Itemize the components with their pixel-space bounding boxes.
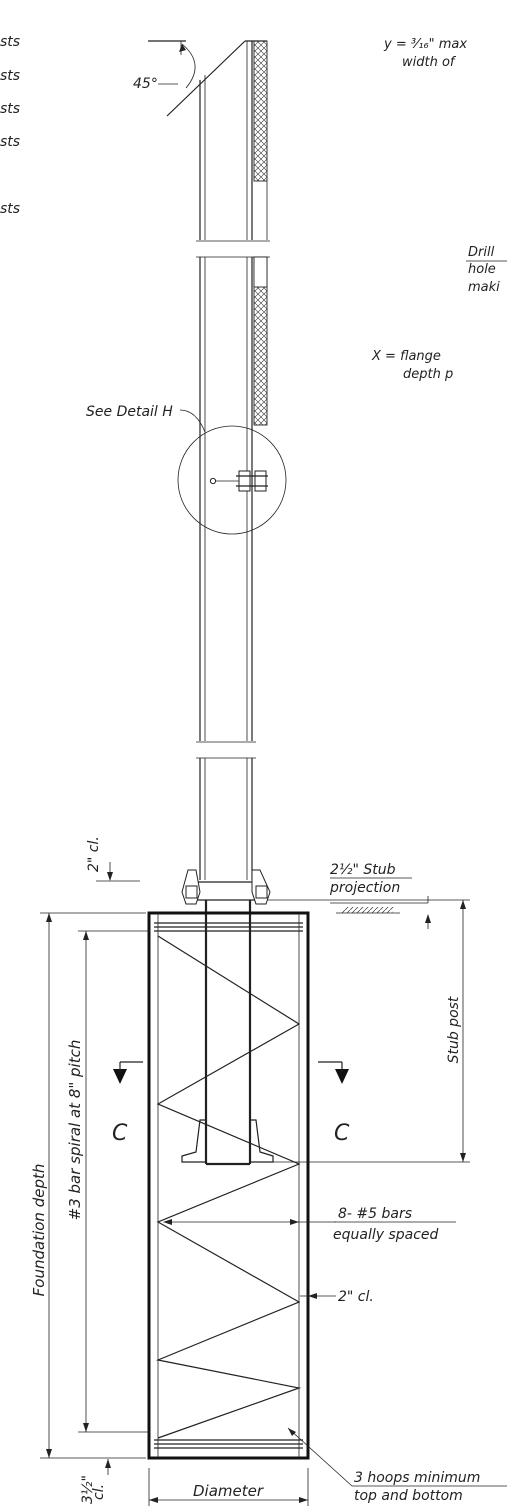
spiral-reinforcement [155,935,302,1439]
x-note-line2: depth p [403,367,453,382]
hoops-line2: top and bottom [354,1488,463,1504]
angle-arc [181,43,196,89]
bars-line1: 8- #5 bars [338,1206,412,1222]
stub-post [181,900,274,1166]
stub-dimensions: 2½" Stub projection Stub post [256,862,470,1163]
left-text-fragments: sts sts sts sts sts [0,34,20,217]
x-note-line1: X = flange [371,349,441,364]
y-note-line2: width of [402,55,457,70]
bottom-clear-unit: cl. [91,1484,107,1500]
stub-projection-line1: 2½" Stub [330,862,396,878]
drill-note-line1: Drill [468,245,495,260]
top-clear-label: 2" cl. [86,836,102,872]
bottom-clear-dimension: 3½" cl. [80,1459,111,1504]
foundation-depth-label: Foundation depth [30,1164,48,1297]
stub-projection-line2: projection [329,880,400,896]
left-fragment: sts [0,134,20,150]
detail-h: See Detail H [86,404,287,535]
diameter-label: Diameter [193,1482,264,1500]
section-mark-left: C [112,1121,128,1146]
hoops-note: 3 hoops minimum top and bottom [287,1427,507,1504]
left-fragment: sts [0,101,20,117]
side-clear-label: 2" cl. [338,1289,374,1305]
stub-post-label: Stub post [446,996,462,1063]
left-fragment: sts [0,201,20,217]
post-top: 45° [133,40,268,240]
spiral-label: #3 bar spiral at 8" pitch [66,1040,84,1221]
side-clear-dimension: 2" cl. [300,1289,374,1305]
post-lower [199,758,253,880]
y-note-line1: y = ³⁄₁₆" max [383,37,467,52]
diameter-dimension: Diameter [148,1468,309,1506]
foundation [147,907,400,1460]
drill-note-line2: hole [468,262,496,277]
right-notes: y = ³⁄₁₆" max width of Drill hole maki X… [371,37,507,382]
break-line [196,741,256,759]
detail-callout: See Detail H [86,404,173,420]
bars-note: 8- #5 bars equally spaced [163,1206,456,1243]
section-marks: C C [112,1061,350,1146]
bottom-clear-value: 3½" [80,1475,96,1504]
post-middle [199,256,268,741]
hoops-line1: 3 hoops minimum [354,1470,480,1486]
left-fragment: sts [0,68,20,84]
bars-line2: equally spaced [333,1227,439,1243]
angle-label: 45° [133,76,158,92]
section-mark-right: C [334,1121,350,1146]
top-clear-dimension: 2" cl. [86,836,140,882]
drill-note-line3: maki [468,280,500,295]
left-fragment: sts [0,34,20,50]
spiral-dimension: #3 bar spiral at 8" pitch [66,930,150,1433]
breakaway-connection [181,869,271,905]
break-line [196,240,270,258]
foundation-depth-dimension: Foundation depth [30,912,146,1459]
